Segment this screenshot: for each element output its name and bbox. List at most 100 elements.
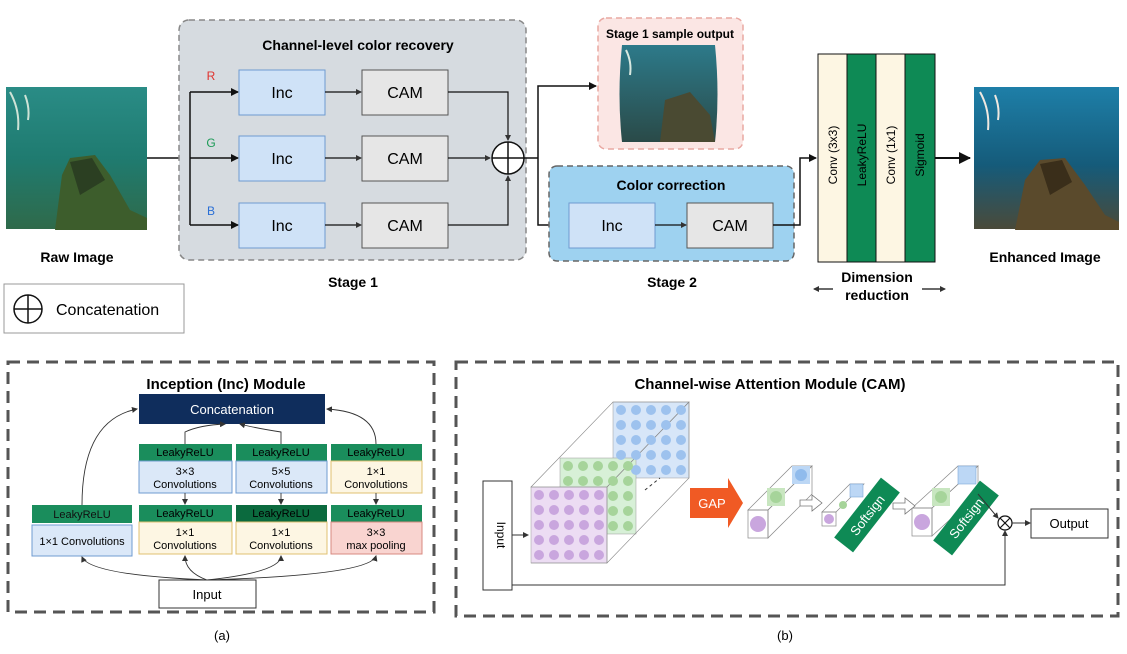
b2-conv-top-label-1: 3×3 [176, 466, 195, 478]
cam-output-block [1030, 508, 1109, 539]
cam-module-box [454, 360, 1120, 618]
inc-block-b [238, 202, 326, 249]
feature-dot [564, 490, 574, 500]
enhanced-image-label: Enhanced Image [989, 249, 1100, 265]
feature-dot [661, 465, 671, 475]
feature-dot [616, 450, 626, 460]
concat-symbol [491, 141, 525, 175]
b1-leakyrelu-label: LeakyReLU [53, 509, 111, 521]
flow-arrow-1 [799, 494, 823, 512]
cam-skip-connection [512, 530, 1008, 586]
cam-label-g: CAM [387, 151, 423, 168]
cam-output-label: Output [1049, 516, 1088, 531]
feature-dot [594, 490, 604, 500]
feature-dot [608, 506, 618, 516]
feature-dot [564, 520, 574, 530]
feature-dot [534, 505, 544, 515]
feature-dot [593, 461, 603, 471]
feature-dot [549, 505, 559, 515]
feature-dot [564, 535, 574, 545]
gap-arrow [690, 478, 743, 528]
inc-block-g [238, 135, 326, 182]
stage2-cam-label: CAM [712, 218, 748, 235]
feature-dot [631, 450, 641, 460]
attention-to-multiply-arrow [977, 493, 999, 519]
feature-dot [646, 465, 656, 475]
flow-arrow-2 [892, 497, 916, 515]
feature-dot [564, 505, 574, 515]
b4-conv-top-label-1: 1×1 [367, 466, 386, 478]
feature-dot [623, 491, 633, 501]
vec1-purple-dot [750, 516, 766, 532]
multiply-symbol [997, 515, 1013, 531]
feature-dot [616, 405, 626, 415]
vec3-blue-cell [957, 465, 977, 485]
feature-dot [631, 405, 641, 415]
b4-conv-top-label-2: Convolutions [344, 479, 408, 491]
cam-input-block [482, 480, 513, 591]
cam-block-b [361, 202, 449, 249]
stage2-inc-label: Inc [601, 218, 622, 235]
b3-conv-bot [235, 521, 328, 555]
sample-output-title: Stage 1 sample output [606, 27, 734, 41]
inc-label-g: Inc [271, 151, 292, 168]
vec1-green-dot [770, 491, 782, 503]
gap-label: GAP [698, 496, 725, 511]
caption-b: (b) [777, 628, 793, 643]
vec2-purple-dot [824, 514, 834, 524]
cam-input-label: Input [494, 522, 508, 549]
attention-vectors [747, 465, 979, 539]
inception-input-block [158, 579, 257, 609]
b3-leakyrelu-bot [236, 505, 327, 522]
feature-dot [608, 491, 618, 501]
dimred-layer-conv1x1: Conv (1x1) [884, 126, 898, 185]
feature-dot [549, 550, 559, 560]
inception-concat-label: Concatenation [190, 402, 274, 417]
feature-dot [578, 476, 588, 486]
dimred-layer-leakyrelu: LeakyReLU [855, 124, 869, 187]
stage2-label: Stage 2 [647, 274, 697, 290]
stage1-title: Channel-level color recovery [262, 37, 454, 53]
feature-dot [549, 490, 559, 500]
feature-dot [564, 550, 574, 560]
feature-dot [646, 405, 656, 415]
feature-dot [676, 450, 686, 460]
inception-title: Inception (Inc) Module [146, 376, 305, 393]
cam-label-b: CAM [387, 218, 423, 235]
feature-dot [578, 461, 588, 471]
feature-dot [579, 550, 589, 560]
stage1-label: Stage 1 [328, 274, 378, 290]
b2-conv-bot-label-1: 1×1 [176, 527, 195, 539]
b1-leakyrelu [32, 505, 132, 523]
feature-dot [631, 435, 641, 445]
stage2-inc-block [568, 202, 656, 249]
b4-leakyrelu-bot [331, 505, 422, 522]
feature-dot [594, 550, 604, 560]
enhanced-image [974, 87, 1119, 230]
sample-output-image [619, 45, 718, 142]
b3-leakyrelu-bot-label: LeakyReLU [252, 508, 310, 520]
b3-conv-top-label-2: Convolutions [249, 479, 313, 491]
feature-dot [579, 505, 589, 515]
feature-dot [579, 520, 589, 530]
inc-label-r: Inc [271, 85, 292, 102]
feature-dot [593, 476, 603, 486]
vec3-green-dot [935, 491, 947, 503]
b3-conv-top [235, 460, 328, 494]
vec2-blue-cell [849, 483, 864, 498]
b4-pool-label-1: 3×3 [367, 527, 386, 539]
b2-leakyrelu-top-label: LeakyReLU [156, 447, 214, 459]
feature-dot [676, 420, 686, 430]
caption-a: (a) [214, 628, 230, 643]
b2-conv-top-label-2: Convolutions [153, 479, 217, 491]
to-sample-arrow [537, 82, 597, 158]
cam-label-r: CAM [387, 85, 423, 102]
feature-dot [608, 461, 618, 471]
feature-dot [534, 520, 544, 530]
b2-leakyrelu-bot-label: LeakyReLU [156, 508, 214, 520]
feature-dot [608, 476, 618, 486]
feature-dot [623, 506, 633, 516]
feature-dot [661, 420, 671, 430]
dimred-label-2: reduction [845, 287, 909, 303]
b3-conv-top-label-1: 5×5 [272, 466, 291, 478]
